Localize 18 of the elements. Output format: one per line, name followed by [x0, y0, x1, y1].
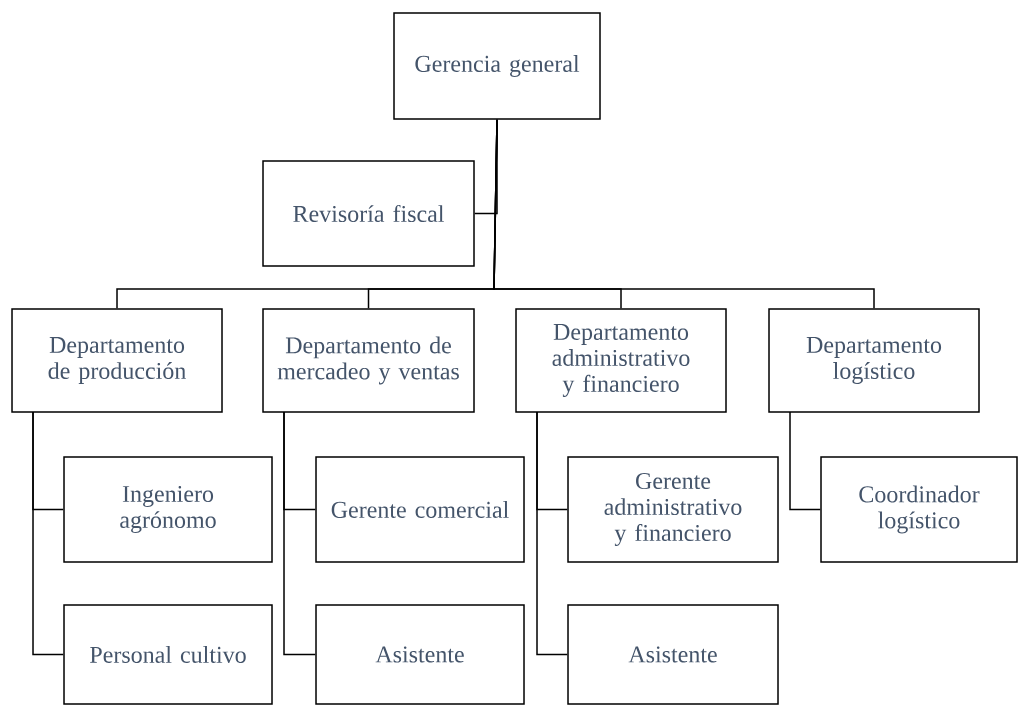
org-box: Asistente — [567, 604, 779, 705]
org-box: Revisoría fiscal — [262, 160, 475, 267]
org-box: Gerente administrativo y financiero — [567, 456, 779, 563]
connector-line — [283, 411, 316, 656]
org-box: Departamento administrativo y financiero — [515, 308, 727, 413]
org-box: Asistente — [315, 604, 525, 705]
org-box: Gerente comercial — [315, 456, 525, 563]
org-box: Departamento de mercadeo y ventas — [262, 308, 475, 413]
org-box: Departamento logístico — [768, 308, 980, 413]
org-box: Personal cultivo — [63, 604, 273, 705]
org-box: Gerencia general — [393, 12, 601, 120]
org-box: Departamento de producción — [11, 308, 223, 413]
org-box: Ingeniero agrónomo — [63, 456, 273, 563]
connector-line — [32, 411, 64, 656]
connector-line — [789, 411, 821, 511]
connector-line — [493, 119, 875, 309]
connector-line — [536, 411, 568, 656]
org-box: Coordinador logístico — [820, 456, 1018, 563]
